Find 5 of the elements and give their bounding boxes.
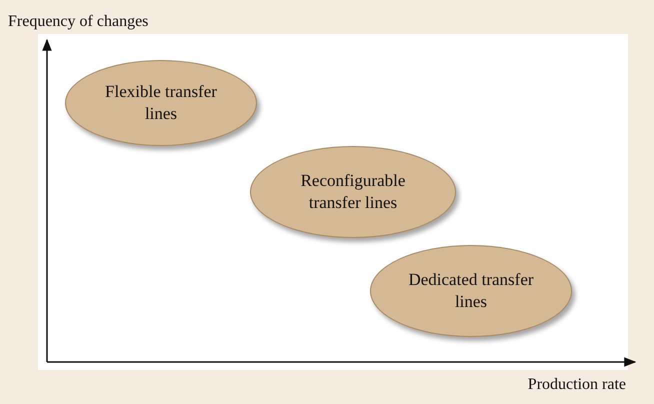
axis-title: Frequency of changes [8,12,148,32]
node-text: Reconfigurable transfer lines [300,170,406,214]
node-text: Dedicated transfer lines [407,269,535,313]
node-text: Flexible transfer lines [104,81,218,125]
axis-title: Production rate [528,375,626,395]
